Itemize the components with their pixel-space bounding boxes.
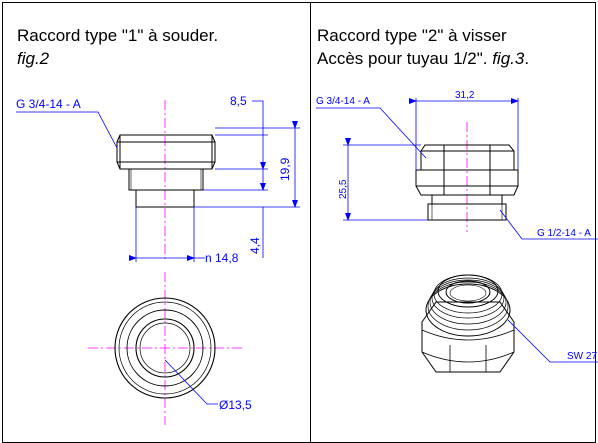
right-part-side-view: [415, 122, 519, 232]
left-dim-14-8: n 14,8: [205, 251, 239, 265]
right-title-line1: Raccord type "2" à visser: [317, 26, 507, 45]
left-thread-label: G 3/4-14 - A: [16, 97, 81, 111]
right-dimensions: [316, 98, 598, 240]
right-part-3d-view: [421, 274, 515, 373]
right-title-end: .: [524, 49, 530, 68]
left-dim-19-9: 19,9: [278, 157, 292, 181]
left-dim-diameter: Ø13,5: [219, 398, 252, 412]
left-part-side-view: [116, 100, 216, 260]
right-title-line2: Accès pour tuyau 1/2". fig.3.: [317, 47, 529, 70]
left-dim-8-5: 8,5: [230, 94, 247, 108]
right-title-main: Accès pour tuyau 1/2".: [317, 49, 493, 68]
right-thread-lower-label: G 1/2-14 - A: [537, 228, 591, 239]
left-part-top-view: [88, 272, 245, 425]
right-title-fig: fig.3: [492, 49, 525, 68]
left-title-line1: Raccord type "1" à souder.: [17, 26, 219, 45]
left-dim-4-4: 4,4: [248, 237, 262, 254]
right-thread-label: G 3/4-14 - A: [316, 96, 370, 107]
right-dim-31-2: 31,2: [455, 90, 475, 101]
wrench-leader: [507, 319, 598, 363]
right-dim-25-5: 25,5: [338, 179, 349, 199]
right-wrench-label: SW 27: [567, 351, 597, 362]
left-title-fig: fig.2: [17, 49, 50, 68]
left-dimensions: [16, 100, 300, 262]
